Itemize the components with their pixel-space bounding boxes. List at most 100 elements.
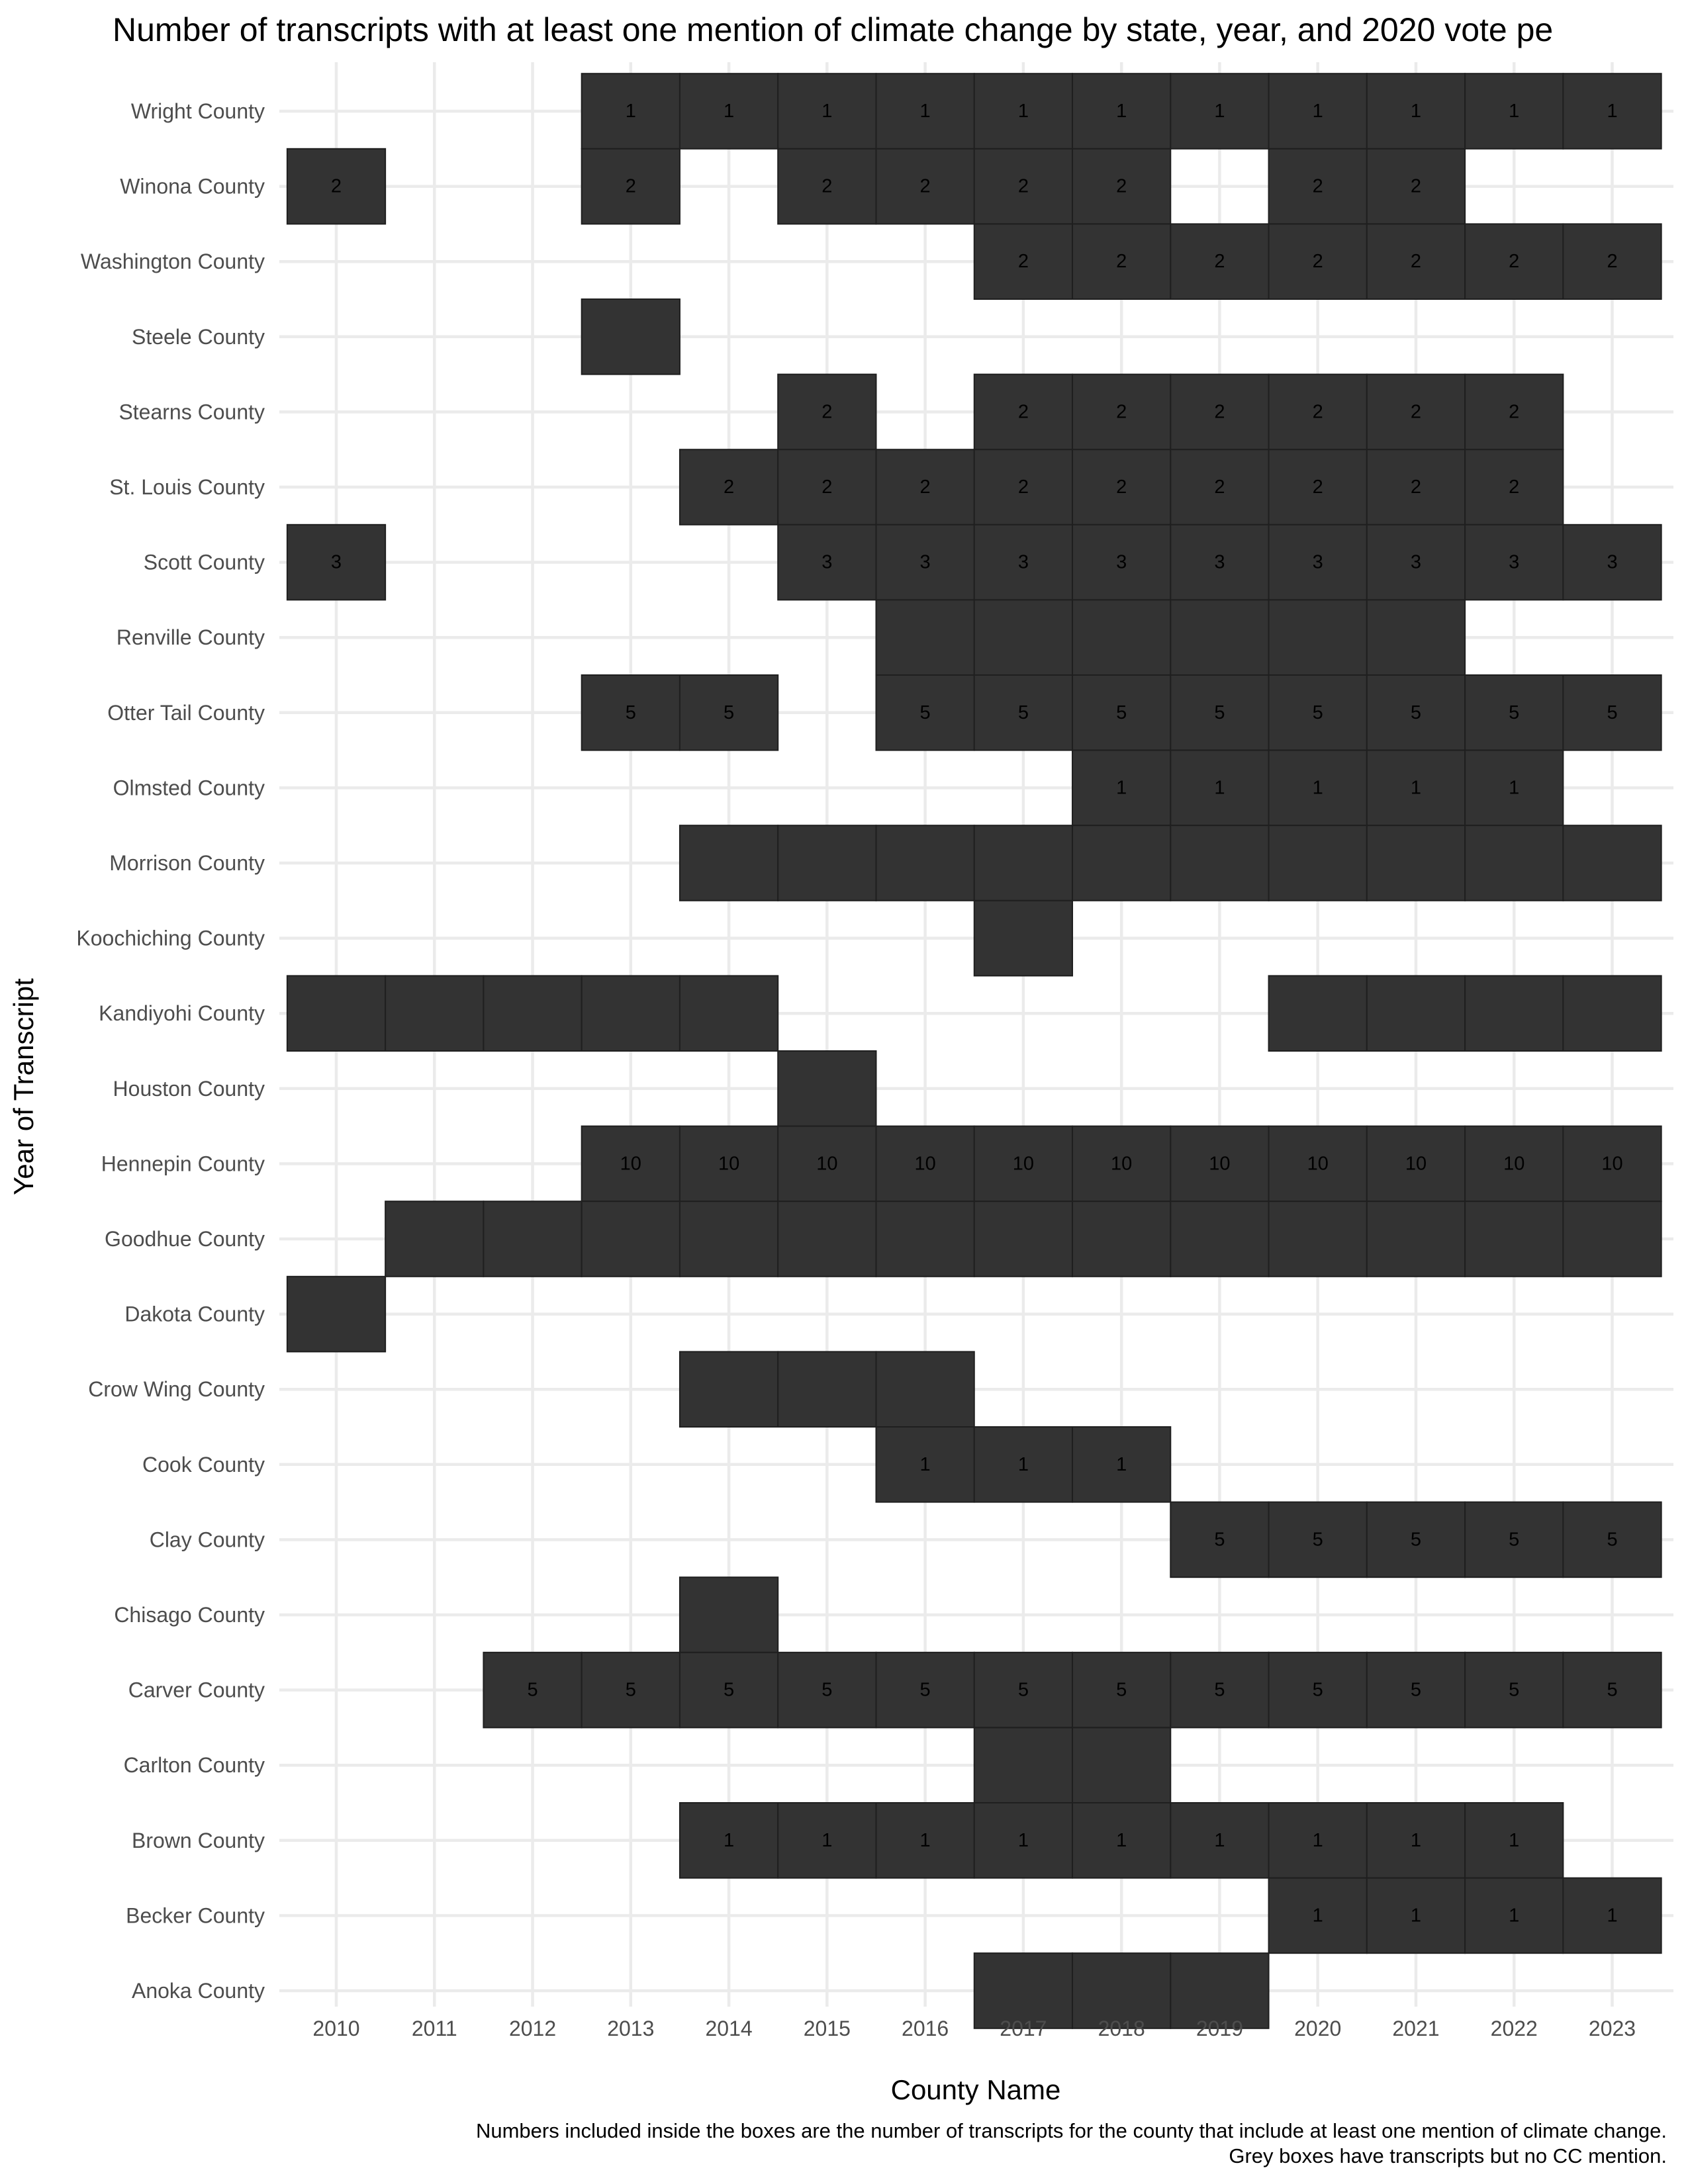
tile-label-olmsted-county-2018: 1 — [1116, 777, 1127, 798]
tile-hennepin-county-2017 — [973, 1125, 1074, 1203]
y-tick-dakota-county: Dakota County — [124, 1302, 265, 1326]
tile-scott-county-2021 — [1366, 523, 1466, 601]
tile-label-otter-tail-county-2019: 5 — [1214, 702, 1225, 723]
tile-label-winona-county-2013: 2 — [626, 176, 636, 197]
tile-label-st-louis-county-2022: 2 — [1509, 477, 1519, 498]
tile-clay-county-2019 — [1170, 1501, 1270, 1578]
tile-goodhue-county-2012 — [483, 1201, 583, 1277]
tile-label-brown-county-2016: 1 — [920, 1830, 931, 1851]
tile-label-wright-county-2014: 1 — [724, 101, 734, 122]
tile-label-becker-county-2021: 1 — [1411, 1905, 1421, 1926]
x-tick-2012: 2012 — [509, 2017, 556, 2040]
tile-wright-county-2014 — [679, 73, 779, 150]
tile-brown-county-2017 — [973, 1802, 1074, 1879]
tile-stearns-county-2017 — [973, 373, 1074, 451]
tile-label-st-louis-county-2014: 2 — [724, 477, 734, 498]
x-tick-2020: 2020 — [1294, 2017, 1341, 2040]
tile-label-brown-county-2019: 1 — [1214, 1830, 1225, 1851]
tile-otter-tail-county-2023 — [1562, 674, 1662, 751]
tile-label-st-louis-county-2015: 2 — [821, 477, 832, 498]
tile-brown-county-2014 — [679, 1802, 779, 1879]
tile-goodhue-county-2019 — [1170, 1201, 1270, 1277]
tile-label-winona-county-2016: 2 — [920, 176, 931, 197]
tile-goodhue-county-2022 — [1464, 1201, 1564, 1277]
tile-dakota-county-2010 — [286, 1275, 387, 1353]
tile-washington-county-2019 — [1170, 223, 1270, 300]
tile-label-becker-county-2023: 1 — [1607, 1905, 1617, 1926]
tile-label-stearns-county-2015: 2 — [821, 401, 832, 422]
tile-label-cook-county-2018: 1 — [1116, 1454, 1127, 1475]
tile-cook-county-2016 — [875, 1426, 975, 1503]
y-tick-clay-county: Clay County — [150, 1527, 265, 1551]
tile-wright-county-2021 — [1366, 73, 1466, 150]
tile-brown-county-2020 — [1268, 1802, 1368, 1879]
tile-label-scott-county-2023: 3 — [1607, 552, 1617, 573]
tile-otter-tail-county-2018 — [1072, 674, 1172, 751]
tile-olmsted-county-2019 — [1170, 749, 1270, 827]
tile-kandiyohi-county-2020 — [1268, 975, 1368, 1052]
tile-label-wright-county-2018: 1 — [1116, 101, 1127, 122]
tile-stearns-county-2015 — [777, 373, 877, 451]
tile-stearns-county-2022 — [1464, 373, 1564, 451]
tile-label-st-louis-county-2021: 2 — [1411, 477, 1421, 498]
tile-washington-county-2021 — [1366, 223, 1466, 300]
tile-label-clay-county-2020: 5 — [1313, 1529, 1323, 1550]
tile-label-st-louis-county-2016: 2 — [920, 477, 931, 498]
tile-becker-county-2023 — [1562, 1877, 1662, 1954]
tile-label-hennepin-county-2015: 10 — [816, 1153, 837, 1174]
y-tick-houston-county: Houston County — [113, 1077, 265, 1101]
tile-label-wright-county-2022: 1 — [1509, 101, 1519, 122]
tile-label-otter-tail-county-2021: 5 — [1411, 702, 1421, 723]
tile-washington-county-2018 — [1072, 223, 1172, 300]
x-tick-2023: 2023 — [1589, 2017, 1636, 2040]
tile-morrison-county-2014 — [679, 825, 779, 901]
tile-morrison-county-2022 — [1464, 825, 1564, 901]
tile-scott-county-2018 — [1072, 523, 1172, 601]
tile-label-scott-county-2020: 3 — [1313, 552, 1323, 573]
x-tick-2010: 2010 — [312, 2017, 359, 2040]
tile-label-hennepin-county-2016: 10 — [914, 1153, 935, 1174]
tile-morrison-county-2015 — [777, 825, 877, 901]
tile-label-scott-county-2021: 3 — [1411, 552, 1421, 573]
tile-label-otter-tail-county-2014: 5 — [724, 702, 734, 723]
tile-anoka-county-2017 — [973, 1952, 1074, 2029]
tile-label-stearns-county-2018: 2 — [1116, 401, 1127, 422]
tile-scott-county-2010 — [286, 523, 387, 601]
tile-washington-county-2020 — [1268, 223, 1368, 300]
caption-line-1: Numbers included inside the boxes are th… — [476, 2119, 1667, 2142]
tile-hennepin-county-2021 — [1366, 1125, 1466, 1203]
tile-label-otter-tail-county-2018: 5 — [1116, 702, 1127, 723]
tile-scott-county-2022 — [1464, 523, 1564, 601]
tile-winona-county-2016 — [875, 148, 975, 225]
x-tick-2014: 2014 — [705, 2017, 752, 2040]
tile-washington-county-2023 — [1562, 223, 1662, 300]
tile-label-carver-county-2014: 5 — [724, 1680, 734, 1701]
tile-label-wright-county-2017: 1 — [1018, 101, 1029, 122]
tile-kandiyohi-county-2013 — [581, 975, 680, 1052]
tile-stearns-county-2018 — [1072, 373, 1172, 451]
tile-carver-county-2013 — [581, 1651, 680, 1729]
tile-label-hennepin-county-2023: 10 — [1601, 1153, 1622, 1174]
y-tick-carlton-county: Carlton County — [124, 1753, 265, 1777]
tile-morrison-county-2018 — [1072, 825, 1172, 901]
tile-carver-county-2017 — [973, 1651, 1074, 1729]
tile-label-wright-county-2020: 1 — [1313, 101, 1323, 122]
tile-label-otter-tail-county-2013: 5 — [626, 702, 636, 723]
tile-brown-county-2015 — [777, 1802, 877, 1879]
tile-label-otter-tail-county-2022: 5 — [1509, 702, 1519, 723]
tile-label-carver-county-2021: 5 — [1411, 1680, 1421, 1701]
tile-label-clay-county-2021: 5 — [1411, 1529, 1421, 1550]
tile-label-washington-county-2019: 2 — [1214, 251, 1225, 272]
tile-morrison-county-2016 — [875, 825, 975, 901]
tile-washington-county-2022 — [1464, 223, 1564, 300]
tile-label-brown-county-2017: 1 — [1018, 1830, 1029, 1851]
y-tick-cook-county: Cook County — [142, 1453, 265, 1477]
tile-label-clay-county-2022: 5 — [1509, 1529, 1519, 1550]
tile-wright-county-2015 — [777, 73, 877, 150]
tile-label-brown-county-2022: 1 — [1509, 1830, 1519, 1851]
tile-renville-county-2017 — [973, 599, 1074, 676]
tile-label-olmsted-county-2020: 1 — [1313, 777, 1323, 798]
tile-wright-county-2023 — [1562, 73, 1662, 150]
tile-label-olmsted-county-2019: 1 — [1214, 777, 1225, 798]
